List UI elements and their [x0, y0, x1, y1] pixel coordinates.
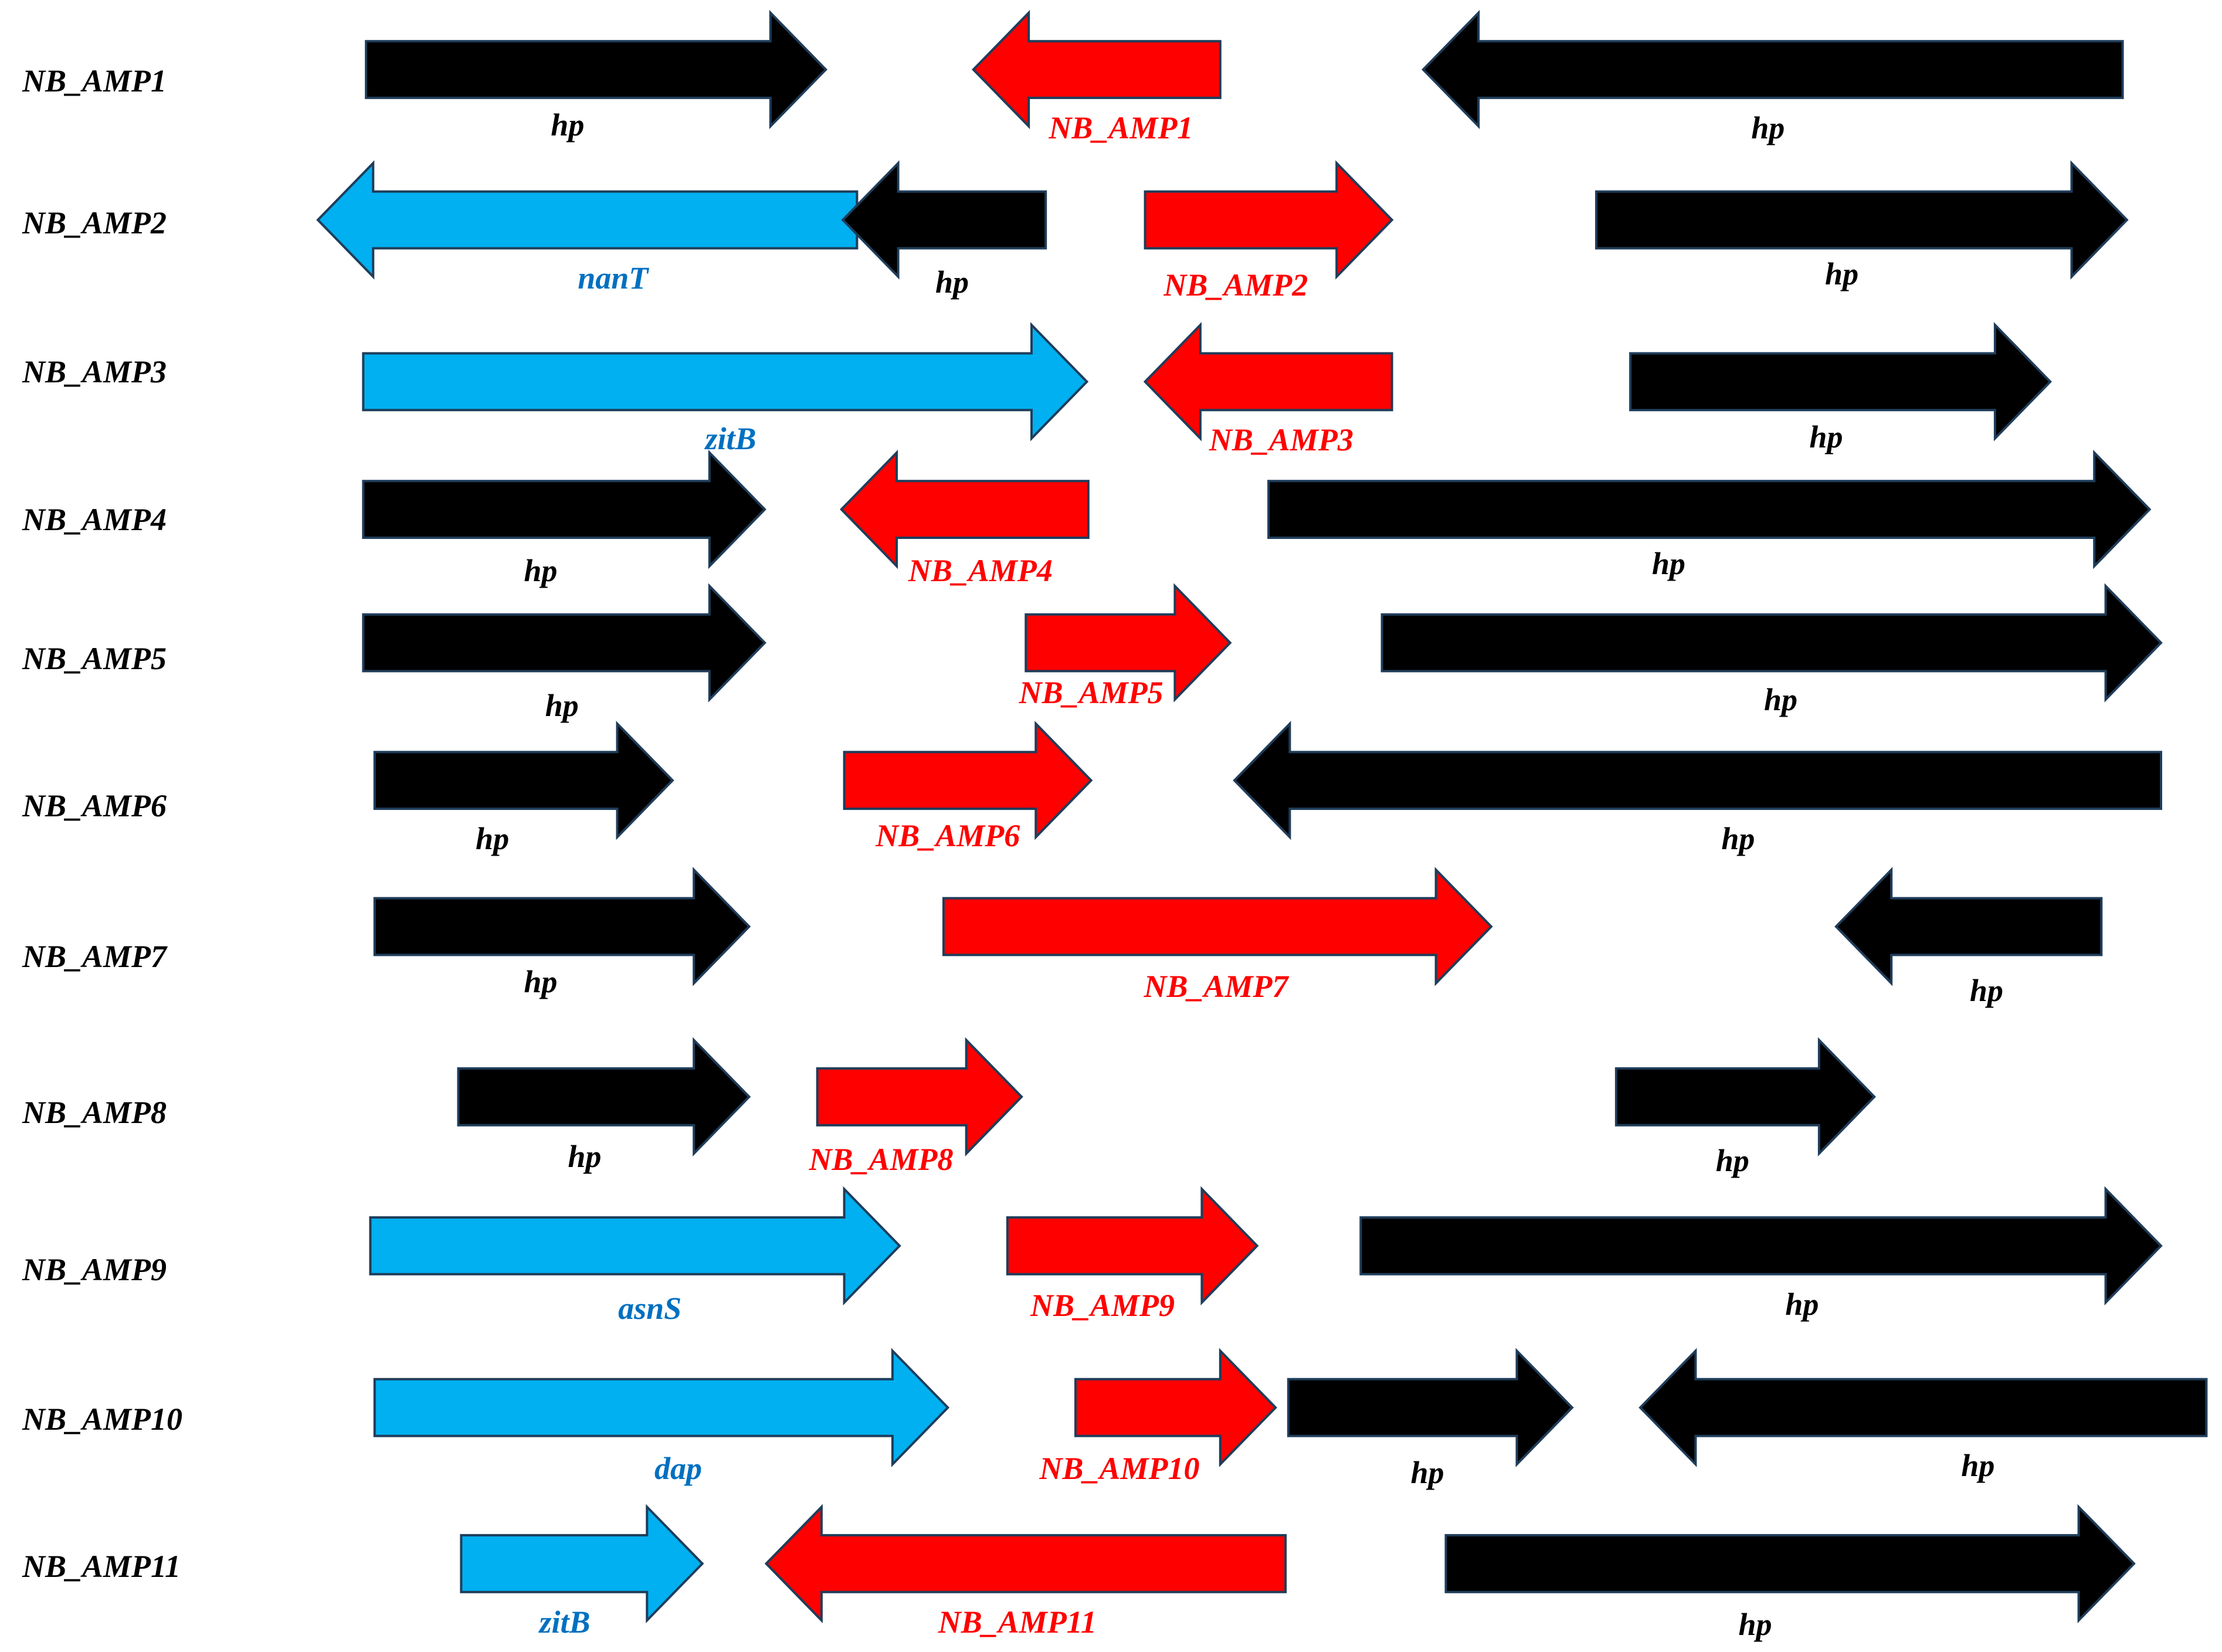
gene-label: zitB [539, 1604, 591, 1640]
gene-label: NB_AMP8 [809, 1141, 954, 1177]
amp-gene-arrow [840, 449, 1090, 569]
row-label: NB_AMP3 [22, 354, 167, 389]
named-gene-arrow [460, 1504, 704, 1624]
amp-gene-arrow [843, 721, 1093, 840]
amp-gene-arrow [764, 1504, 1287, 1624]
row-label: NB_AMP1 [22, 63, 167, 99]
gene-label: hp [545, 687, 579, 723]
hypothetical-protein-arrow [1614, 1037, 1876, 1157]
row-label: NB_AMP10 [22, 1401, 183, 1437]
hypothetical-protein-arrow [1380, 583, 2163, 703]
hypothetical-protein-arrow [362, 449, 766, 569]
gene-label: hp [1785, 1286, 1819, 1322]
hypothetical-protein-arrow [1834, 867, 2103, 986]
gene-label: asnS [618, 1290, 682, 1326]
gene-label: zitB [705, 420, 757, 456]
gene-label: hp [1738, 1607, 1772, 1643]
gene-label: dap [654, 1451, 703, 1487]
hypothetical-protein-arrow [362, 583, 766, 703]
gene-label: hp [1721, 820, 1755, 856]
gene-label: NB_AMP4 [908, 552, 1053, 588]
hypothetical-protein-arrow [373, 867, 751, 986]
amp-gene-arrow [816, 1037, 1023, 1157]
row-label: NB_AMP11 [22, 1549, 181, 1585]
gene-label: hp [1410, 1455, 1444, 1491]
amp-gene-arrow [972, 9, 1222, 130]
amp-gene-arrow [1025, 583, 1232, 703]
gene-label: NB_AMP11 [938, 1604, 1097, 1640]
amp-gene-arrow [1144, 160, 1394, 280]
hypothetical-protein-arrow [1287, 1348, 1574, 1467]
row-label: NB_AMP5 [22, 640, 167, 676]
named-gene-arrow [373, 1348, 950, 1467]
hypothetical-protein-arrow [1233, 721, 2162, 840]
gene-label: NB_AMP7 [1144, 968, 1288, 1004]
gene-label: hp [1763, 681, 1798, 717]
hypothetical-protein-arrow [365, 9, 827, 130]
gene-label: hp [1651, 545, 1685, 581]
gene-label: hp [551, 107, 585, 143]
hypothetical-protein-arrow [1629, 322, 2052, 442]
hypothetical-protein-arrow [373, 721, 674, 840]
named-gene-arrow [369, 1186, 901, 1306]
hypothetical-protein-arrow [1359, 1186, 2163, 1306]
gene-label: hp [935, 264, 969, 300]
amp-gene-arrow [942, 867, 1493, 986]
amp-gene-arrow [1143, 322, 1393, 442]
gene-label: NB_AMP3 [1209, 422, 1353, 458]
named-gene-arrow [362, 322, 1089, 442]
gene-label: NB_AMP9 [1030, 1287, 1175, 1323]
gene-label: hp [1809, 419, 1843, 455]
row-label: NB_AMP6 [22, 788, 167, 824]
amp-gene-arrow [1006, 1186, 1259, 1306]
gene-label: NB_AMP10 [1039, 1451, 1200, 1487]
gene-label: NB_AMP2 [1163, 267, 1308, 303]
gene-label: hp [476, 820, 510, 856]
row-label: NB_AMP2 [22, 205, 167, 240]
named-gene-arrow [316, 160, 859, 280]
gene-label: NB_AMP5 [1019, 674, 1163, 710]
gene-label: hp [1969, 972, 2003, 1008]
gene-label: hp [524, 964, 558, 1000]
gene-label: nanT [578, 260, 649, 296]
hypothetical-protein-arrow [457, 1037, 751, 1157]
hypothetical-protein-arrow [1595, 160, 2129, 280]
gene-label: hp [1751, 110, 1785, 145]
hypothetical-protein-arrow [1422, 9, 2124, 130]
hypothetical-protein-arrow [841, 160, 1047, 280]
gene-label: hp [1961, 1448, 1995, 1484]
gene-label: hp [1825, 256, 1859, 291]
row-label: NB_AMP4 [22, 501, 167, 537]
hypothetical-protein-arrow [1444, 1504, 2136, 1624]
gene-label: hp [1715, 1143, 1749, 1179]
amp-gene-arrow [1074, 1348, 1277, 1467]
gene-label: NB_AMP1 [1049, 110, 1193, 145]
gene-label: hp [568, 1138, 602, 1174]
gene-label: hp [524, 552, 558, 588]
row-label: NB_AMP9 [22, 1252, 167, 1288]
row-label: NB_AMP7 [22, 938, 167, 974]
gene-label: NB_AMP6 [876, 818, 1020, 854]
hypothetical-protein-arrow [1267, 449, 2152, 569]
hypothetical-protein-arrow [1638, 1348, 2208, 1467]
row-label: NB_AMP8 [22, 1094, 167, 1130]
